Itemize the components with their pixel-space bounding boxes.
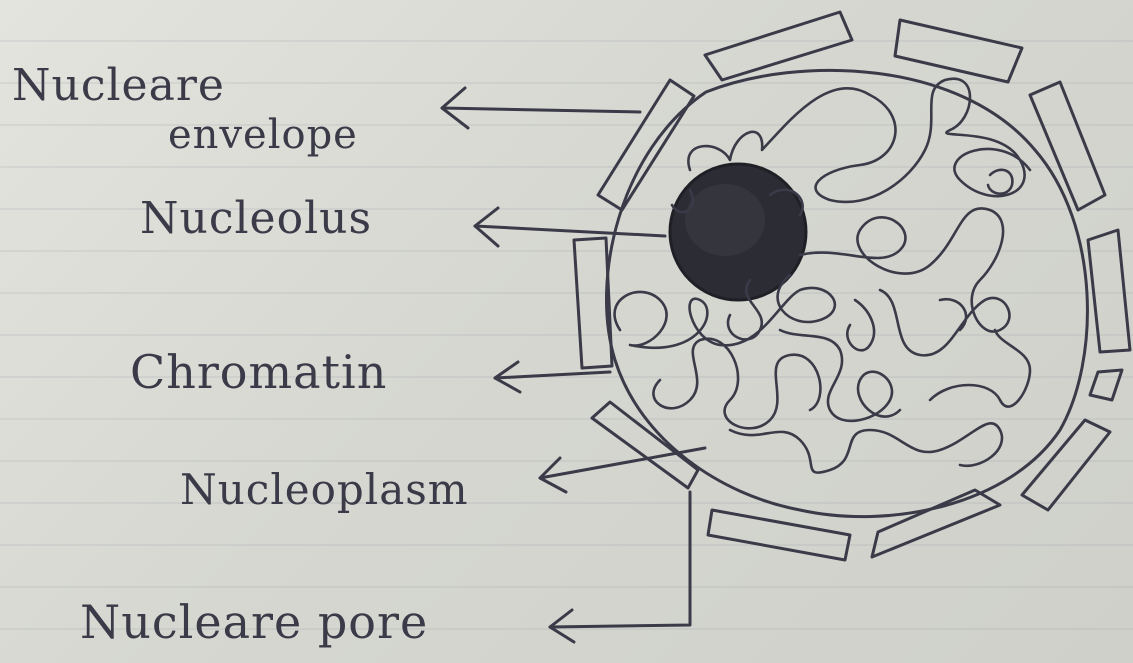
envelope-segment [1090, 370, 1122, 400]
envelope-segment [598, 80, 694, 210]
inner-membrane [606, 70, 1087, 516]
nuclear-envelope [574, 12, 1130, 560]
envelope-segment [895, 20, 1022, 82]
arrow-nuclear-envelope [442, 108, 640, 112]
leader-lines [442, 88, 705, 642]
arrow-nuclear-pore [550, 492, 690, 627]
arrow-nucleolus [475, 226, 665, 236]
envelope-segment [592, 402, 698, 488]
envelope-segment [1022, 420, 1110, 510]
envelope-segment [872, 490, 1000, 557]
envelope-segment [1030, 82, 1105, 210]
arrow-chromatin [495, 372, 610, 378]
chromatin [615, 79, 1030, 473]
envelope-segment [1088, 230, 1130, 352]
arrow-nucleoplasm [540, 448, 705, 478]
envelope-segment [708, 510, 850, 560]
